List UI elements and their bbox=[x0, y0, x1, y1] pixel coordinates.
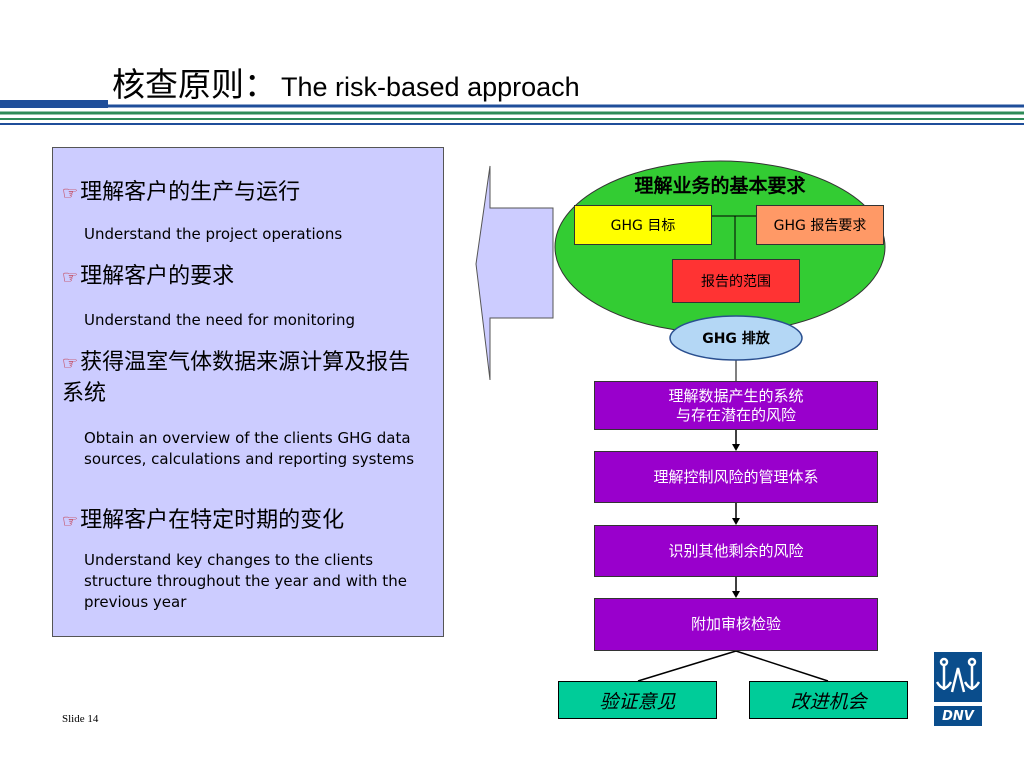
ghg-report-requirements-box: GHG 报告要求 bbox=[756, 205, 884, 245]
title-chinese: 核查原则： bbox=[112, 65, 277, 104]
bullet-3: ☞获得温室气体数据来源计算及报告系统 bbox=[62, 348, 432, 409]
pointing-hand-icon: ☞ bbox=[62, 353, 79, 374]
bullet-1: ☞理解客户的生产与运行 bbox=[62, 178, 300, 209]
left-panel bbox=[52, 147, 444, 637]
pointing-hand-icon: ☞ bbox=[62, 183, 79, 204]
ghg-target-box: GHG 目标 bbox=[574, 205, 712, 245]
bullet-4-zh: 理解客户在特定时期的变化 bbox=[80, 508, 345, 533]
dnv-logo-text: DNV bbox=[942, 708, 974, 724]
bullet-2-en: Understand the need for monitoring bbox=[84, 311, 356, 329]
header-blue-bar bbox=[0, 100, 108, 108]
bullet-1-zh: 理解客户的生产与运行 bbox=[80, 180, 301, 205]
ghg-emission-oval bbox=[669, 315, 803, 361]
anchor-icon bbox=[935, 657, 981, 693]
bullet-4: ☞理解客户在特定时期的变化 bbox=[62, 506, 344, 537]
outcome-verification-opinion: 验证意见 bbox=[558, 681, 717, 719]
header-stripes bbox=[0, 100, 1024, 125]
arrowhead-step2 bbox=[732, 444, 740, 451]
step-additional-verification: 附加审核检验 bbox=[594, 598, 878, 651]
bullet-1-en: Understand the project operations bbox=[84, 225, 343, 243]
connector-step4-to-outcome1 bbox=[637, 650, 737, 682]
ghg-emission-label: GHG 排放 bbox=[702, 331, 770, 347]
step-understand-control-system: 理解控制风险的管理体系 bbox=[594, 451, 878, 503]
connector-step4-to-outcome2 bbox=[735, 650, 829, 682]
page-title: 核查原则：The risk-based approach bbox=[112, 58, 580, 106]
arrowhead-step4 bbox=[732, 591, 740, 598]
bullet-2: ☞理解客户的要求 bbox=[62, 262, 234, 293]
outcome-improvement-opportunity: 改进机会 bbox=[749, 681, 908, 719]
bullet-2-zh: 理解客户的要求 bbox=[80, 264, 235, 289]
report-scope-box: 报告的范围 bbox=[672, 259, 800, 303]
step-identify-residual-risk: 识别其他剩余的风险 bbox=[594, 525, 878, 577]
ellipse-title: 理解业务的基本要求 bbox=[634, 174, 806, 197]
pointing-hand-icon: ☞ bbox=[62, 267, 79, 288]
arrowhead-step3 bbox=[732, 518, 740, 525]
pointing-hand-icon: ☞ bbox=[62, 511, 79, 532]
title-english: The risk-based approach bbox=[281, 72, 580, 102]
bullet-3-zh: 获得温室气体数据来源计算及报告系统 bbox=[62, 350, 411, 406]
bullet-3-en: Obtain an overview of the clients GHG da… bbox=[84, 429, 415, 468]
bullet-4-en: Understand key changes to the clients st… bbox=[84, 551, 407, 611]
left-arrow-outline bbox=[475, 165, 554, 381]
step-understand-data-system: 理解数据产生的系统 与存在潜在的风险 bbox=[594, 381, 878, 430]
slide-number: Slide 14 bbox=[62, 713, 99, 725]
logo-bottom-block bbox=[934, 706, 982, 726]
